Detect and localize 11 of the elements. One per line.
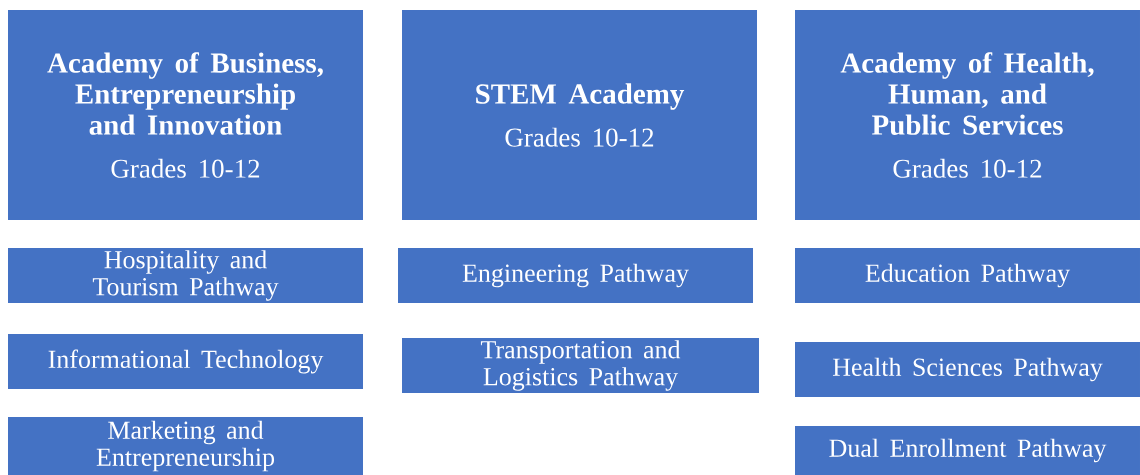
pathway-box: Health Sciences Pathway [795, 342, 1140, 397]
pathway-box: Hospitality and Tourism Pathway [8, 248, 363, 303]
pathway-box: Education Pathway [795, 248, 1140, 303]
academy-box: Academy of Business, Entrepreneurship and Innovation Grades 10-12 [8, 10, 363, 220]
pathway-box: Marketing and Entrepreneurship [8, 417, 363, 475]
pathway-box: Dual Enrollment Pathway [795, 426, 1140, 475]
pathway-box: Transportation and Logistics Pathway [402, 338, 759, 393]
pathway-box: Informational Technology [8, 334, 363, 389]
pathway-box: Engineering Pathway [398, 248, 753, 303]
academy-box: Academy of Health, Human, and Public Services Grades 10-12 [795, 10, 1140, 220]
academy-box: STEM Academy Grades 10-12 [402, 10, 757, 220]
